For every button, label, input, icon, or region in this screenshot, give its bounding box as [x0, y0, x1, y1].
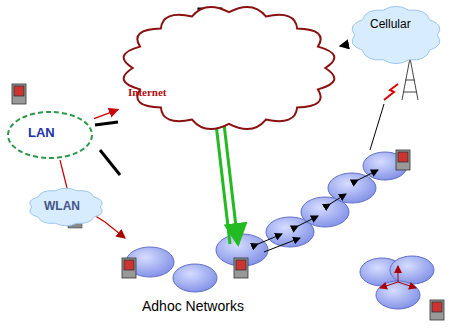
- node-label: Internet: [128, 86, 167, 98]
- link-arrow: [94, 110, 118, 119]
- internet-cloud: Internet: [118, 2, 340, 134]
- node-label: Cellular: [370, 18, 411, 31]
- cellular-cloud: Cellular: [346, 2, 446, 68]
- node-outline: [118, 2, 340, 134]
- caption-label: Adhoc Networks: [142, 298, 244, 314]
- link-arrow: [340, 45, 346, 46]
- node-label: LAN: [28, 126, 55, 140]
- wlan-cloud: WLAN: [24, 184, 108, 230]
- node-label: WLAN: [44, 200, 80, 213]
- lan-ring: LAN: [6, 110, 94, 160]
- node-outline: [346, 2, 446, 68]
